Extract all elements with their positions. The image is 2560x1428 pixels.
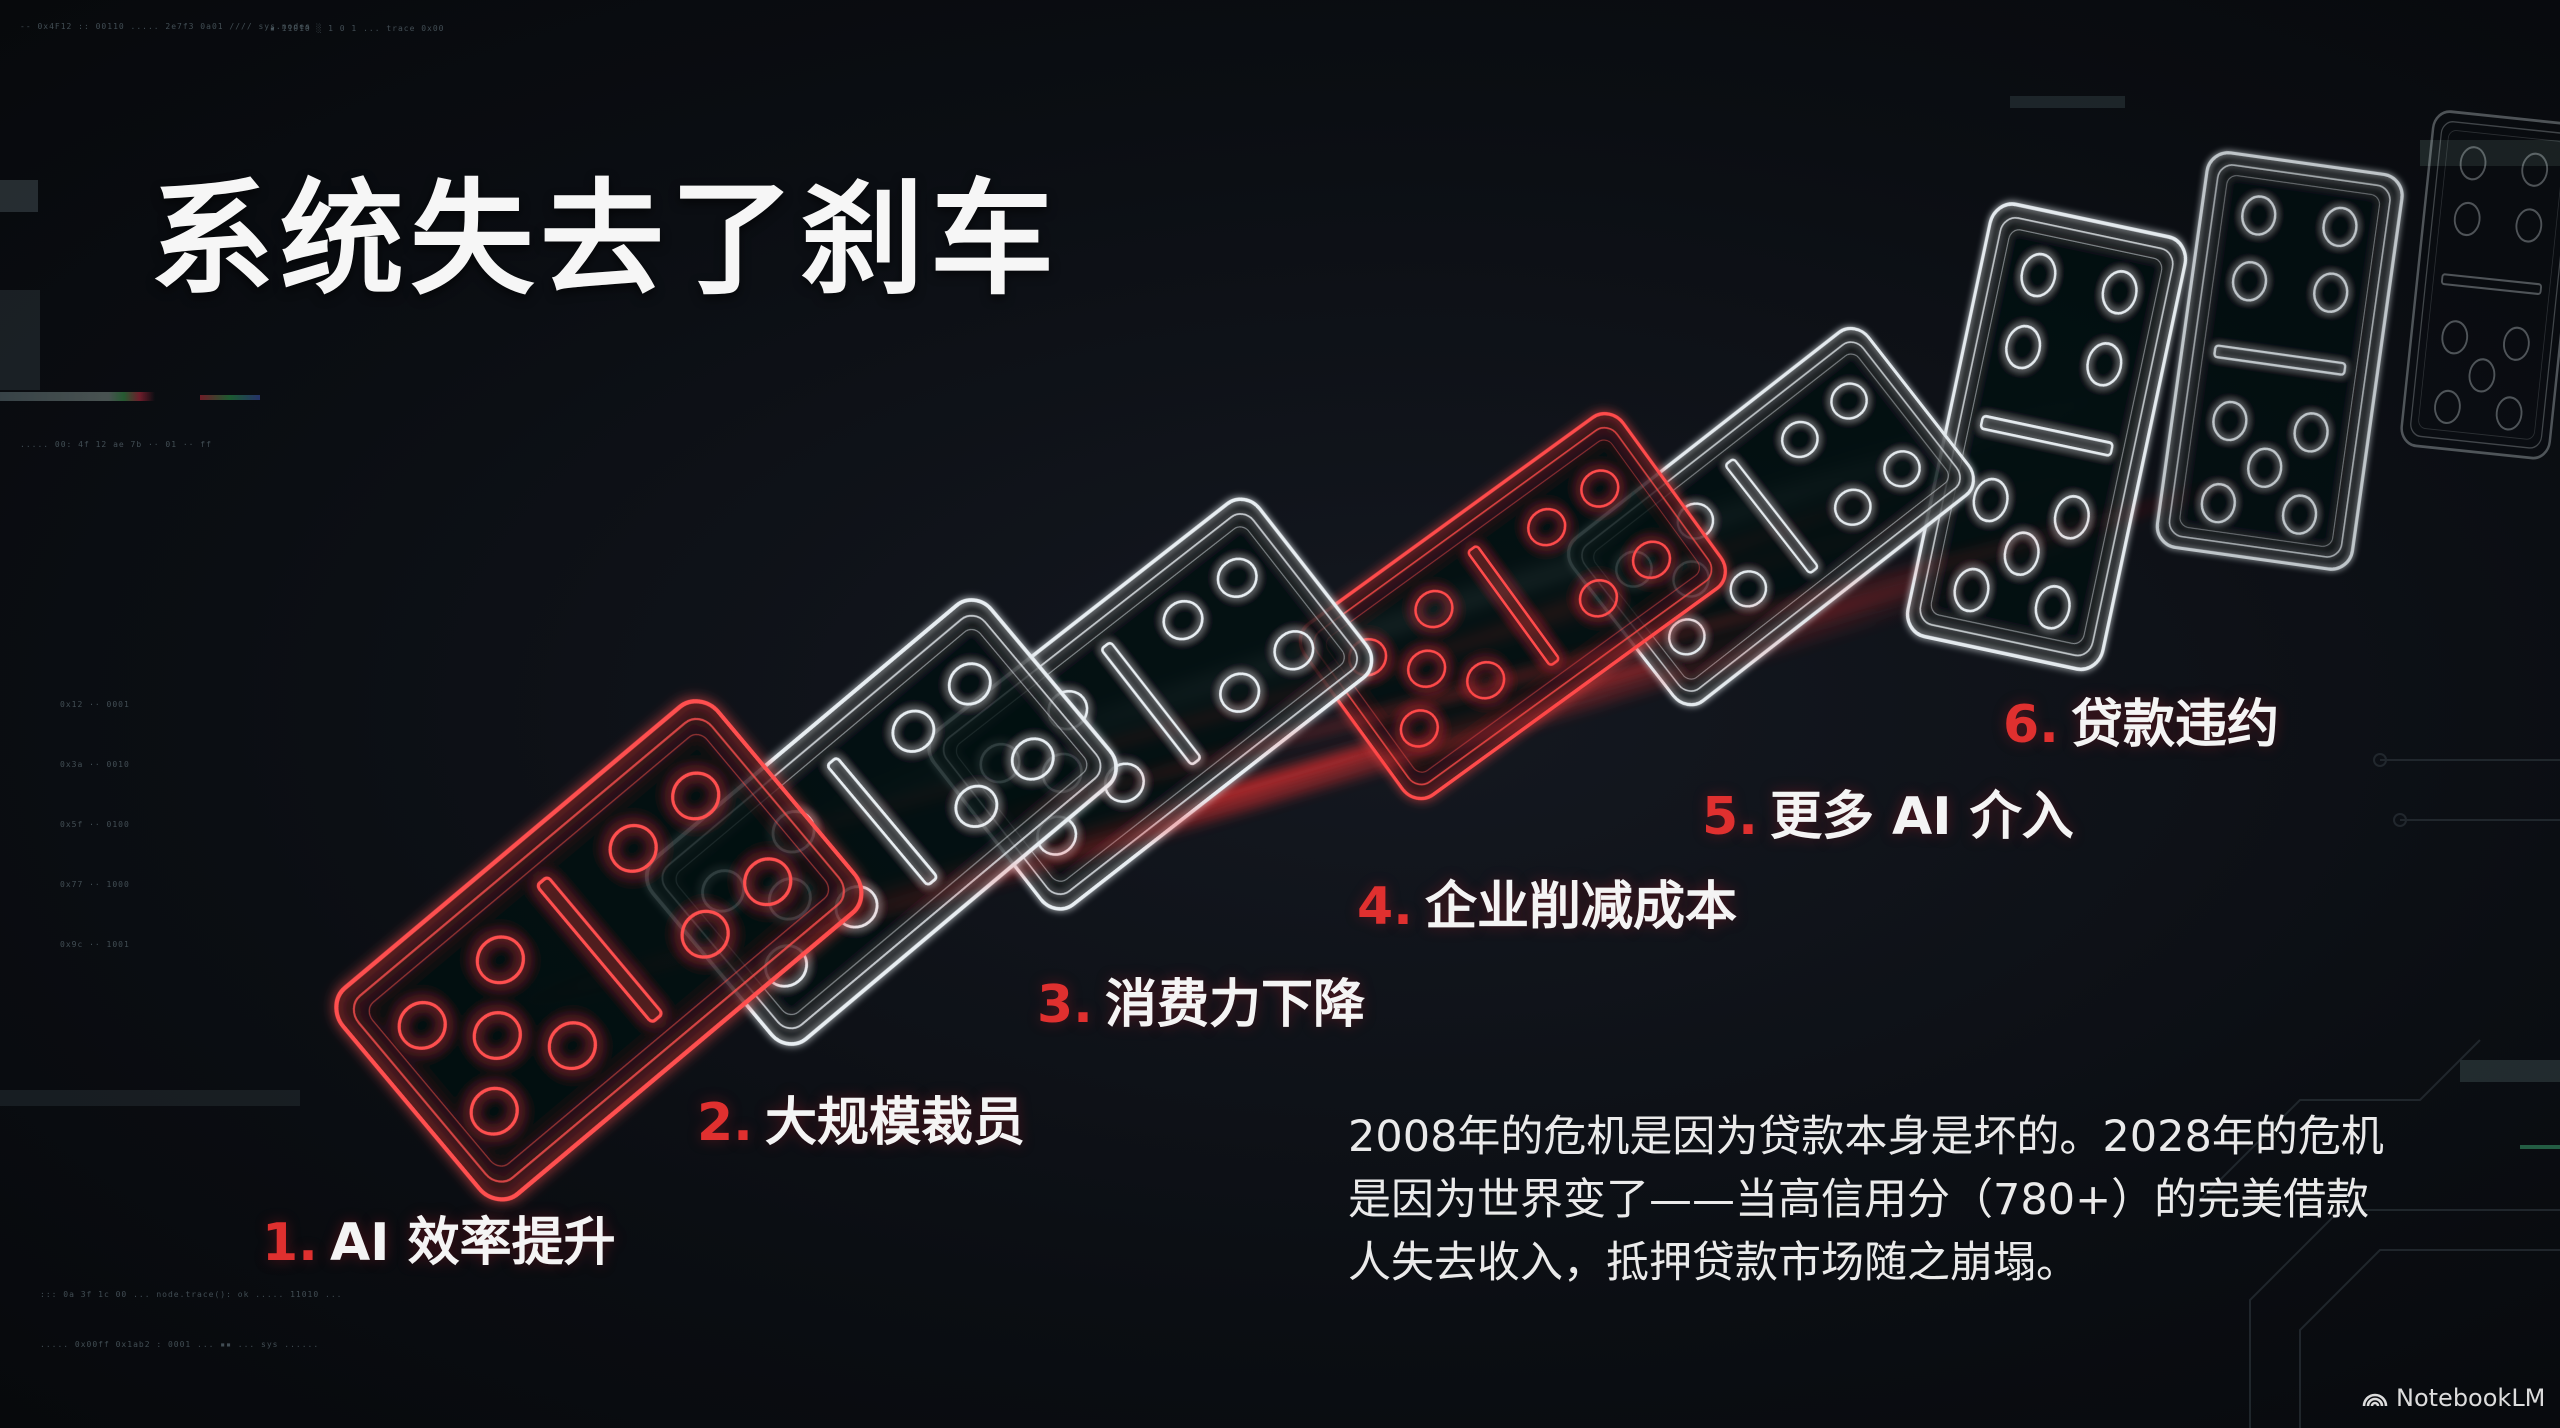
step-number: 4. <box>1357 877 1413 937</box>
caption-line-1: 2008年的危机是因为贷款本身是坏的。2028年的危机 <box>1348 1112 2384 1162</box>
step-text: 消费力下降 <box>1104 975 1365 1035</box>
slide-title: 系统失去了刹车 <box>150 168 1061 312</box>
caption-paragraph: 2008年的危机是因为贷款本身是坏的。2028年的危机 是因为世界变了——当高信… <box>1348 1106 2458 1295</box>
caption-line-3: 人失去收入，抵押贷款市场随之崩塌。 <box>1348 1238 2079 1288</box>
step-number: 2. <box>697 1093 753 1153</box>
step-number: 3. <box>1037 975 1093 1035</box>
step-text: 企业削减成本 <box>1424 877 1737 937</box>
notebooklm-logo-icon <box>2362 1393 2388 1407</box>
step-text: 贷款违约 <box>2070 695 2279 755</box>
step-label-2: 2.大规模裁员 <box>697 1080 1025 1155</box>
step-number: 1. <box>262 1213 318 1273</box>
domino-standing-7 <box>2152 148 2407 574</box>
step-label-4: 4.企业削减成本 <box>1357 864 1737 939</box>
brand-name: NotebookLM <box>2396 1384 2546 1412</box>
step-label-6: 6.贷款违约 <box>2003 682 2279 757</box>
step-text: 大规模裁员 <box>764 1093 1025 1153</box>
domino-far-standing <box>2398 108 2560 462</box>
step-text: 更多 AI 介入 <box>1769 787 2074 847</box>
notebooklm-watermark: NotebookLM <box>2362 1384 2545 1412</box>
step-text: AI 效率提升 <box>329 1213 616 1273</box>
circuit-lines <box>2199 753 2560 1428</box>
step-label-3: 3.消费力下降 <box>1037 962 1365 1037</box>
step-number: 5. <box>1702 787 1758 847</box>
step-label-1: 1.AI 效率提升 <box>262 1200 616 1275</box>
step-number: 6. <box>2003 695 2059 755</box>
step-label-5: 5.更多 AI 介入 <box>1702 774 2074 849</box>
caption-line-2: 是因为世界变了——当高信用分（780+）的完美借款 <box>1348 1175 2370 1225</box>
